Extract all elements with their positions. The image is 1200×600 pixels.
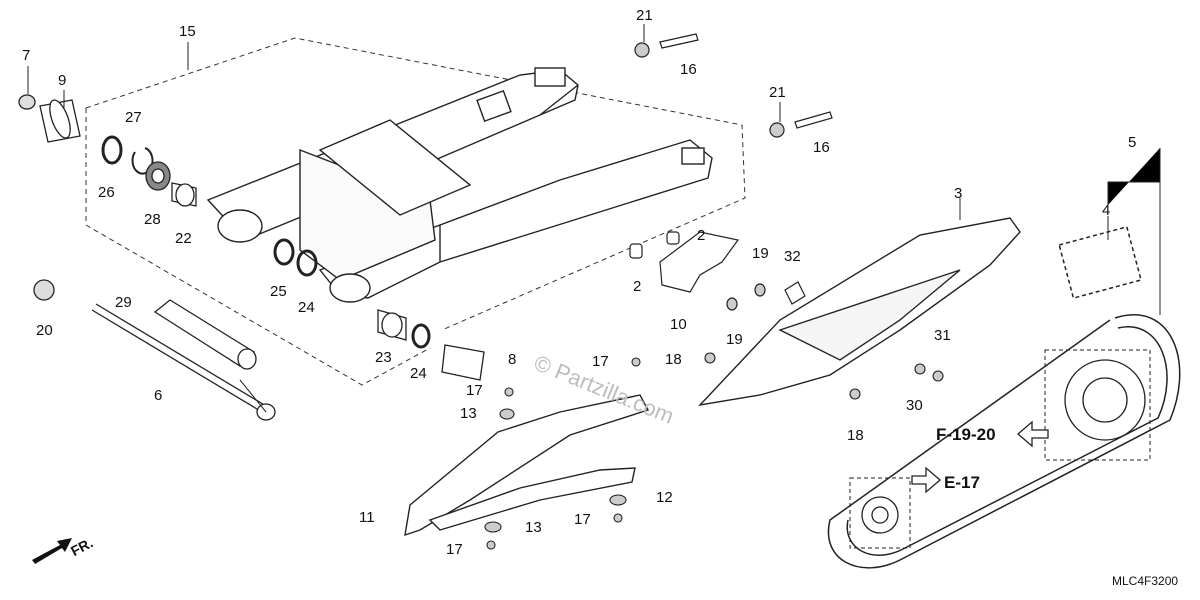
part-label-32: 32	[784, 248, 801, 265]
part-label-15: 15	[179, 23, 196, 40]
ref-arrows	[911, 420, 1049, 494]
part-label-21-lower: 21	[769, 84, 786, 101]
part-label-7: 7	[22, 47, 31, 64]
part-label-5: 5	[1128, 134, 1137, 151]
part-label-25: 25	[270, 283, 287, 300]
front-direction-arrow	[32, 538, 72, 564]
part-label-24-lower: 24	[410, 365, 427, 382]
pivot-shaft	[91, 299, 276, 421]
part-label-19-lower: 19	[726, 331, 743, 348]
leader-lines	[27, 24, 1161, 413]
part-label-8: 8	[508, 351, 517, 368]
part-label-17-a: 17	[592, 353, 609, 370]
part-label-30: 30	[906, 397, 923, 414]
part-label-17-d: 17	[446, 541, 463, 558]
bolts-16	[634, 33, 833, 138]
part-label-13-lower: 13	[525, 519, 542, 536]
dashed-reference-boxes	[849, 349, 1151, 549]
part-label-19-upper: 19	[752, 245, 769, 262]
part-label-10: 10	[670, 316, 687, 333]
part-label-12: 12	[656, 489, 673, 506]
chain-case	[698, 217, 1021, 407]
chain-guide-parts	[629, 231, 806, 311]
diagram-code: MLC4F3200	[1112, 574, 1179, 588]
part-label-31: 31	[934, 327, 951, 344]
reference-callout-f-19-20[interactable]: F-19-20	[936, 425, 996, 444]
part-label-29: 29	[115, 294, 132, 311]
part-label-28: 28	[144, 211, 161, 228]
part-label-6: 6	[154, 387, 163, 404]
part-label-18-lower: 18	[847, 427, 864, 444]
part-label-16-lower: 16	[813, 139, 830, 156]
drive-chain	[827, 225, 1181, 569]
swingarm-group-outline	[85, 37, 746, 386]
part-label-24-upper: 24	[298, 299, 315, 316]
small-fasteners	[484, 352, 944, 550]
part-label-16-upper: 16	[680, 61, 697, 78]
part-label-9: 9	[58, 72, 67, 89]
part-label-26: 26	[98, 184, 115, 201]
lower-chain-guard	[404, 394, 650, 537]
part-label-23: 23	[375, 349, 392, 366]
reference-callout-e-17[interactable]: E-17	[944, 473, 980, 492]
swingarm	[206, 67, 713, 303]
part-label-13-upper: 13	[460, 405, 477, 422]
part-label-21-upper: 21	[636, 7, 653, 24]
part-label-17-b: 17	[466, 382, 483, 399]
part-label-4: 4	[1102, 202, 1111, 219]
part-label-3: 3	[954, 185, 963, 202]
part-label-2-upper: 2	[697, 227, 706, 244]
pivot-bearing-parts	[18, 94, 485, 381]
part-label-18-upper: 18	[665, 351, 682, 368]
part-label-17-c: 17	[574, 511, 591, 528]
part-label-22: 22	[175, 230, 192, 247]
sprockets	[861, 359, 1146, 534]
part-label-2-lower: 2	[633, 278, 642, 295]
part-label-20: 20	[36, 322, 53, 339]
part-label-27: 27	[125, 109, 142, 126]
part-label-11: 11	[359, 509, 375, 526]
